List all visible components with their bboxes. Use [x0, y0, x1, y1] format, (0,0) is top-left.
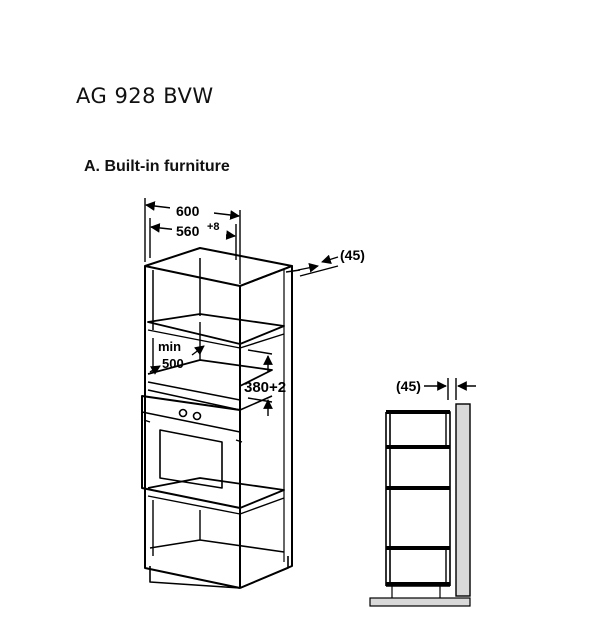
width-outer-label: 600: [176, 203, 200, 219]
depth-min-label: min: [158, 339, 181, 354]
floor-section: [369, 597, 471, 607]
width-inner-tolerance: +8: [207, 221, 220, 233]
side-section-view: (45): [369, 378, 476, 607]
model-title: AG 928 BVW: [76, 84, 214, 108]
oven-knob-right: [192, 411, 202, 421]
niche-height-dimension: [247, 349, 273, 416]
width-outer-bg: [170, 202, 214, 218]
oven-knobs: [178, 408, 202, 421]
oven-knob-left: [178, 408, 188, 418]
width-inner-label: 560: [176, 223, 200, 239]
wall-section: [455, 403, 471, 597]
section-title: A. Built-in furniture: [84, 158, 230, 175]
rear-gap-tall-dimension: [285, 254, 339, 277]
niche-height-label: 380+2: [244, 379, 286, 396]
width-inner-bg: [172, 222, 226, 238]
tall-cabinet: [141, 247, 293, 589]
rear-gap-tall-label: (45): [340, 247, 365, 263]
depth-dimension: [149, 345, 205, 375]
depth-min-value: 500: [162, 356, 184, 371]
rear-gap-side-label: (45): [396, 378, 421, 394]
